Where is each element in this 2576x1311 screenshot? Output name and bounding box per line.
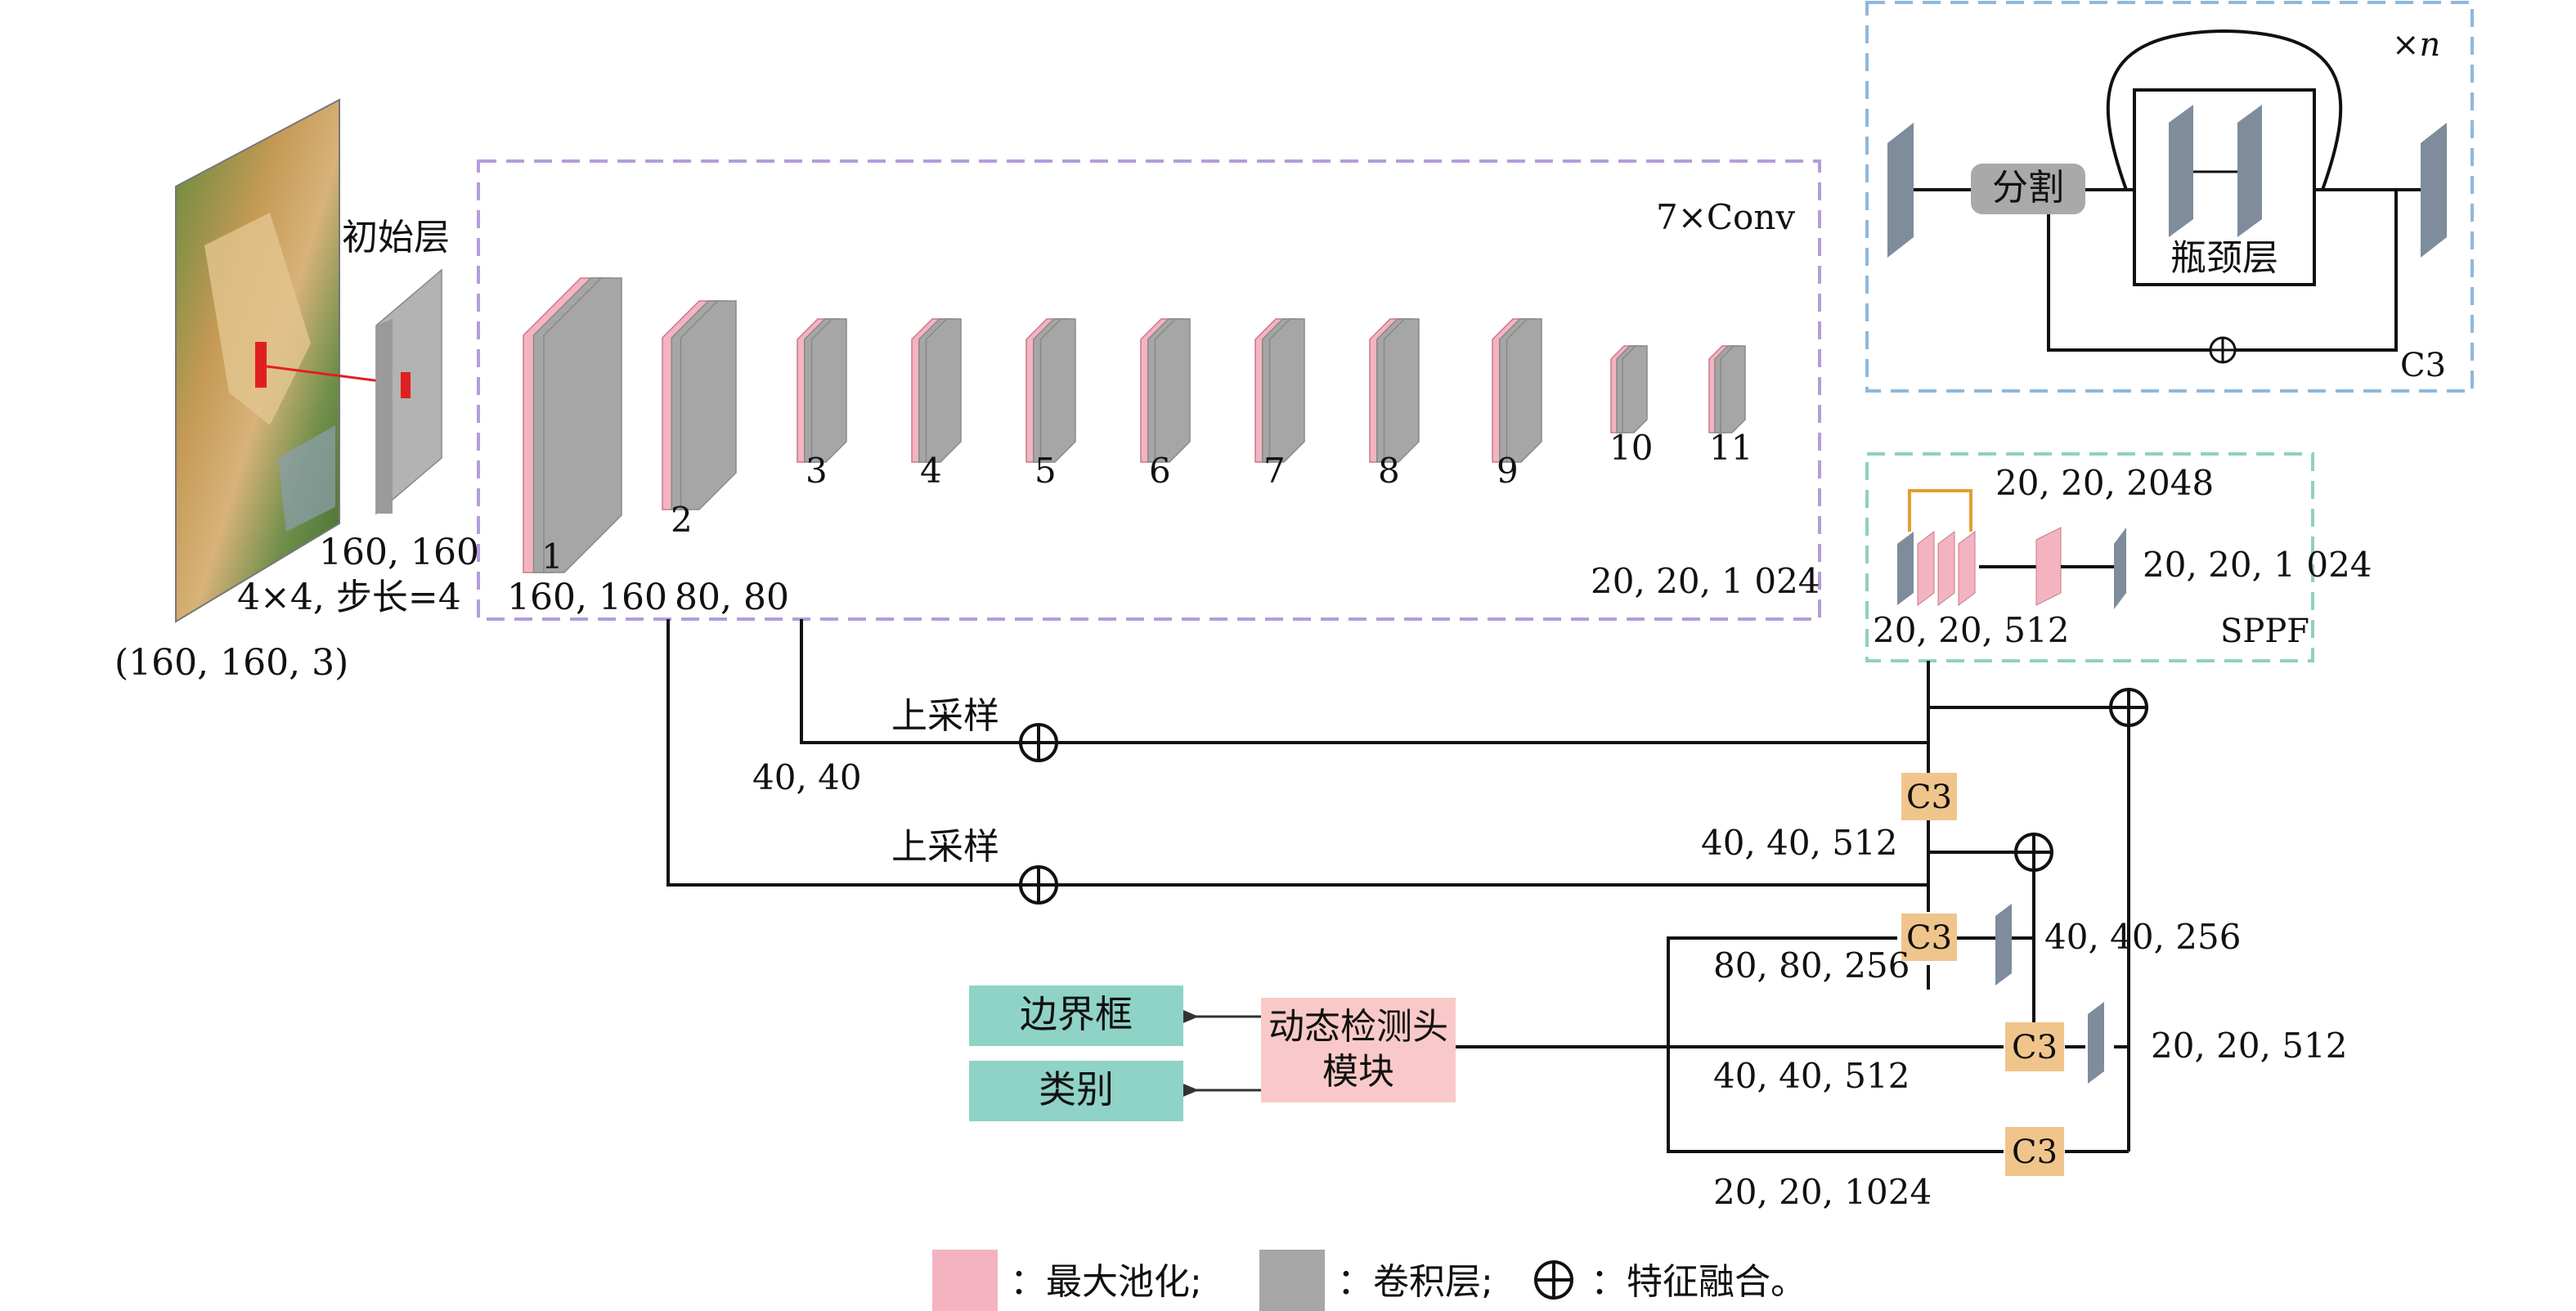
stage-block-8: 8 <box>1369 318 1420 491</box>
stage-label-9: 9 <box>1497 451 1519 491</box>
sppf-pool-bar-1 <box>1917 531 1935 606</box>
legend-maxpool-swatch <box>932 1250 998 1311</box>
initial-layer-block <box>375 268 442 515</box>
input-shape: (160, 160, 3) <box>114 642 348 684</box>
stage-block-4: 4 <box>911 318 962 491</box>
bottleneck-bar-2 <box>2237 105 2262 237</box>
backbone-out-dim: 20, 20, 1 024 <box>1591 561 1820 601</box>
bottleneck-label: 瓶颈层 <box>2170 237 2278 279</box>
stage1-dim: 160, 160 <box>507 577 667 618</box>
stage-label-5: 5 <box>1034 451 1057 491</box>
backbone-stages: 1 2 3 4 5 6 7 8 9 10 11 <box>523 277 1752 577</box>
bbox-output-box <box>969 985 1183 1046</box>
fuse-icon-upsample2 <box>1019 865 1058 905</box>
stage-block-10: 10 <box>1609 345 1653 468</box>
stage-block-3: 3 <box>797 318 847 491</box>
kernel-label: 4×4, 步长=4 <box>237 577 461 618</box>
legend-fuse-icon <box>1534 1260 1573 1300</box>
stage-block-2: 2 <box>662 300 737 540</box>
stage-label-1: 1 <box>541 537 563 577</box>
stage-label-10: 10 <box>1609 428 1653 468</box>
stage-label-3: 3 <box>806 451 828 491</box>
c3-repeat-x: ×n <box>2392 26 2440 64</box>
c3-neck-box-4: C3 <box>2005 1127 2064 1176</box>
fuse-icon-mid-right <box>2014 833 2053 872</box>
c3-neck-box-1: C3 <box>1901 773 1957 820</box>
stage-label-2: 2 <box>671 500 693 540</box>
bottleneck-box <box>2133 88 2316 286</box>
input-image <box>175 98 340 623</box>
class-output-box <box>969 1061 1183 1121</box>
neck-conv-bar-1 <box>1995 904 2012 985</box>
dim-80-80-256: 80, 80, 256 <box>1713 945 1910 985</box>
conv-count-label: 7×Conv <box>1656 197 1795 237</box>
c3-neck-box-3: C3 <box>2005 1022 2064 1071</box>
initial-layer-label: 初始层 <box>342 217 450 258</box>
dim-40-40-256: 40, 40, 256 <box>2044 917 2241 957</box>
sppf-mid-dim: 20, 20, 512 <box>1873 610 2069 650</box>
legend-maxpool-label: ：最大池化; <box>1010 1261 1202 1303</box>
fuse-icon-upsample1 <box>1019 723 1058 762</box>
svg-text:C3: C3 <box>2012 1029 2058 1066</box>
c3-input-bar <box>1887 123 1914 258</box>
dynamic-head-line1: 动态检测头 <box>1268 1006 1448 1048</box>
svg-text:C3: C3 <box>2012 1134 2058 1171</box>
dynamic-head-line2: 模块 <box>1322 1051 1394 1093</box>
neck-lines <box>666 619 2130 1153</box>
svg-text:C3: C3 <box>1906 919 1952 957</box>
c3-output-bar <box>2421 123 2447 258</box>
sppf-out-bar <box>2114 528 2126 609</box>
c3-detail-title: C3 <box>2400 347 2446 384</box>
sppf-pool-bar-3 <box>1958 531 1976 606</box>
backbone-box <box>477 159 1821 621</box>
sppf-title: SPPF <box>2220 613 2309 650</box>
stage-label-11: 11 <box>1709 428 1752 468</box>
stage-block-9: 9 <box>1492 318 1542 491</box>
c3-detail-box <box>1865 1 2474 393</box>
neck-conv-bar-2 <box>2088 1002 2104 1084</box>
fuse-icon-top-right <box>2109 688 2148 727</box>
svg-text:C3: C3 <box>1906 779 1952 816</box>
dim-40-40: 40, 40 <box>752 757 862 797</box>
stage-block-6: 6 <box>1140 318 1191 491</box>
stage-label-4: 4 <box>920 451 942 491</box>
upsample-label-1: 上采样 <box>891 695 999 737</box>
stage-label-7: 7 <box>1263 451 1286 491</box>
stage2-dim: 80, 80 <box>675 577 789 618</box>
sppf-out-dim: 20, 20, 1 024 <box>2143 545 2372 585</box>
class-output-label: 类别 <box>1039 1067 1114 1111</box>
legend-fuse-label: ：特征融合。 <box>1591 1261 1806 1303</box>
stage-block-5: 5 <box>1025 318 1076 491</box>
legend-conv-swatch <box>1259 1250 1325 1311</box>
dim-20-20-512: 20, 20, 512 <box>2151 1026 2347 1066</box>
stage-block-1: 1 <box>523 277 622 577</box>
dim-40-40-512b: 40, 40, 512 <box>1713 1056 1910 1096</box>
stage-label-6: 6 <box>1149 451 1171 491</box>
stage-block-11: 11 <box>1708 345 1752 468</box>
legend-conv-label: ：卷积层; <box>1337 1261 1493 1303</box>
dim-40-40-512a: 40, 40, 512 <box>1701 823 1897 863</box>
split-node <box>1971 164 2085 214</box>
sppf-in-dim: 20, 20, 2048 <box>1995 463 2214 503</box>
bbox-output-label: 边界框 <box>1020 992 1133 1036</box>
sppf-conv-bar <box>1897 532 1914 605</box>
dim-20-20-1024: 20, 20, 1024 <box>1713 1172 1932 1212</box>
c3-neck-box-2: C3 <box>1901 914 1957 961</box>
sppf-box <box>1865 452 2314 662</box>
sppf-pool-bar-2 <box>1937 531 1955 606</box>
upsample-label-2: 上采样 <box>891 826 999 868</box>
stage-block-7: 7 <box>1254 318 1305 491</box>
sppf-concat-bar <box>2035 527 2062 606</box>
bottleneck-bar-1 <box>2169 105 2193 237</box>
input-dim-small: 160, 160 <box>319 532 479 573</box>
dynamic-head-box <box>1261 998 1456 1102</box>
stage-label-8: 8 <box>1378 451 1400 491</box>
split-label: 分割 <box>1992 167 2064 209</box>
